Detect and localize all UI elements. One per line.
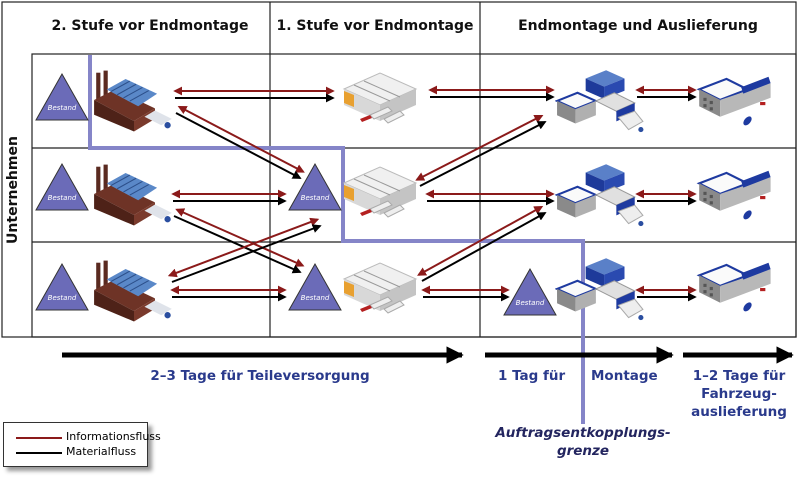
assembly-plant-icon bbox=[556, 258, 645, 322]
timeline-assembly-left-label: 1 Tag für bbox=[498, 368, 566, 384]
legend-material-swatch bbox=[16, 452, 62, 454]
decoupling-line2: grenze bbox=[556, 443, 610, 459]
information-flow-arrow bbox=[177, 105, 305, 173]
timeline-delivery-label: 1–2 Tage für Fahrzeug- auslieferung bbox=[680, 367, 798, 421]
material-flow-arrow bbox=[173, 215, 302, 274]
dealer-icon bbox=[698, 261, 772, 315]
decoupling-point-label: Auftragsentkopplungs- grenze bbox=[478, 424, 688, 460]
warehouse-icon bbox=[343, 72, 417, 124]
inventory-triangle: Bestand bbox=[35, 162, 89, 211]
timeline-parts-supply-label: 2–3 Tage für Teileversorgung bbox=[150, 368, 370, 384]
delivery-line2: Fahrzeug- bbox=[701, 386, 777, 402]
inventory-triangle: Bestand bbox=[35, 262, 89, 311]
inventory-label: Bestand bbox=[48, 294, 77, 302]
material-flow-arrow bbox=[171, 224, 322, 283]
information-flow-arrow bbox=[415, 114, 544, 181]
header-col3: Endmontage und Auslieferung bbox=[518, 18, 758, 34]
decoupling-line1: Auftragsentkopplungs- bbox=[495, 425, 671, 441]
information-flow-arrow bbox=[167, 217, 320, 278]
row-axis-label: Unternehmen bbox=[5, 136, 21, 244]
delivery-line1: 1–2 Tage für bbox=[692, 368, 786, 384]
material-flow-arrow bbox=[175, 112, 302, 179]
assembly-plant-icon bbox=[556, 164, 645, 228]
warehouse-icon bbox=[343, 262, 417, 314]
header-col1: 2. Stufe vor Endmontage bbox=[51, 18, 249, 34]
factory-icon bbox=[93, 70, 173, 132]
factory-icon bbox=[93, 164, 173, 226]
decoupling-line bbox=[88, 55, 585, 424]
inventory-triangle: Bestand bbox=[35, 72, 89, 121]
material-flow-arrow bbox=[419, 121, 547, 187]
dealer-icon bbox=[698, 75, 772, 129]
inventory-triangle: Bestand bbox=[503, 267, 557, 316]
inventory-triangle: Bestand bbox=[288, 162, 342, 211]
header-col2: 1. Stufe vor Endmontage bbox=[276, 18, 474, 34]
legend-info-swatch bbox=[16, 437, 62, 439]
warehouse-icon bbox=[343, 166, 417, 218]
legend-info-label: Informationsfluss bbox=[66, 430, 161, 443]
delivery-line3: auslieferung bbox=[691, 404, 787, 420]
material-flow-arrow bbox=[421, 212, 547, 282]
inventory-label: Bestand bbox=[301, 294, 330, 302]
inventory-label: Bestand bbox=[48, 194, 77, 202]
inventory-label: Bestand bbox=[301, 194, 330, 202]
legend-material-label: Materialfluss bbox=[66, 445, 137, 458]
dealer-icon bbox=[698, 169, 772, 223]
timeline-assembly-right-label: Montage bbox=[591, 368, 658, 384]
inventory-label: Bestand bbox=[516, 299, 545, 307]
assembly-plant-icon bbox=[556, 70, 645, 134]
information-flow-arrow bbox=[417, 205, 544, 276]
legend: Informationsfluss Materialfluss bbox=[3, 422, 161, 467]
inventory-label: Bestand bbox=[48, 104, 77, 112]
factory-icon bbox=[93, 260, 173, 322]
inventory-triangle: Bestand bbox=[288, 262, 342, 311]
